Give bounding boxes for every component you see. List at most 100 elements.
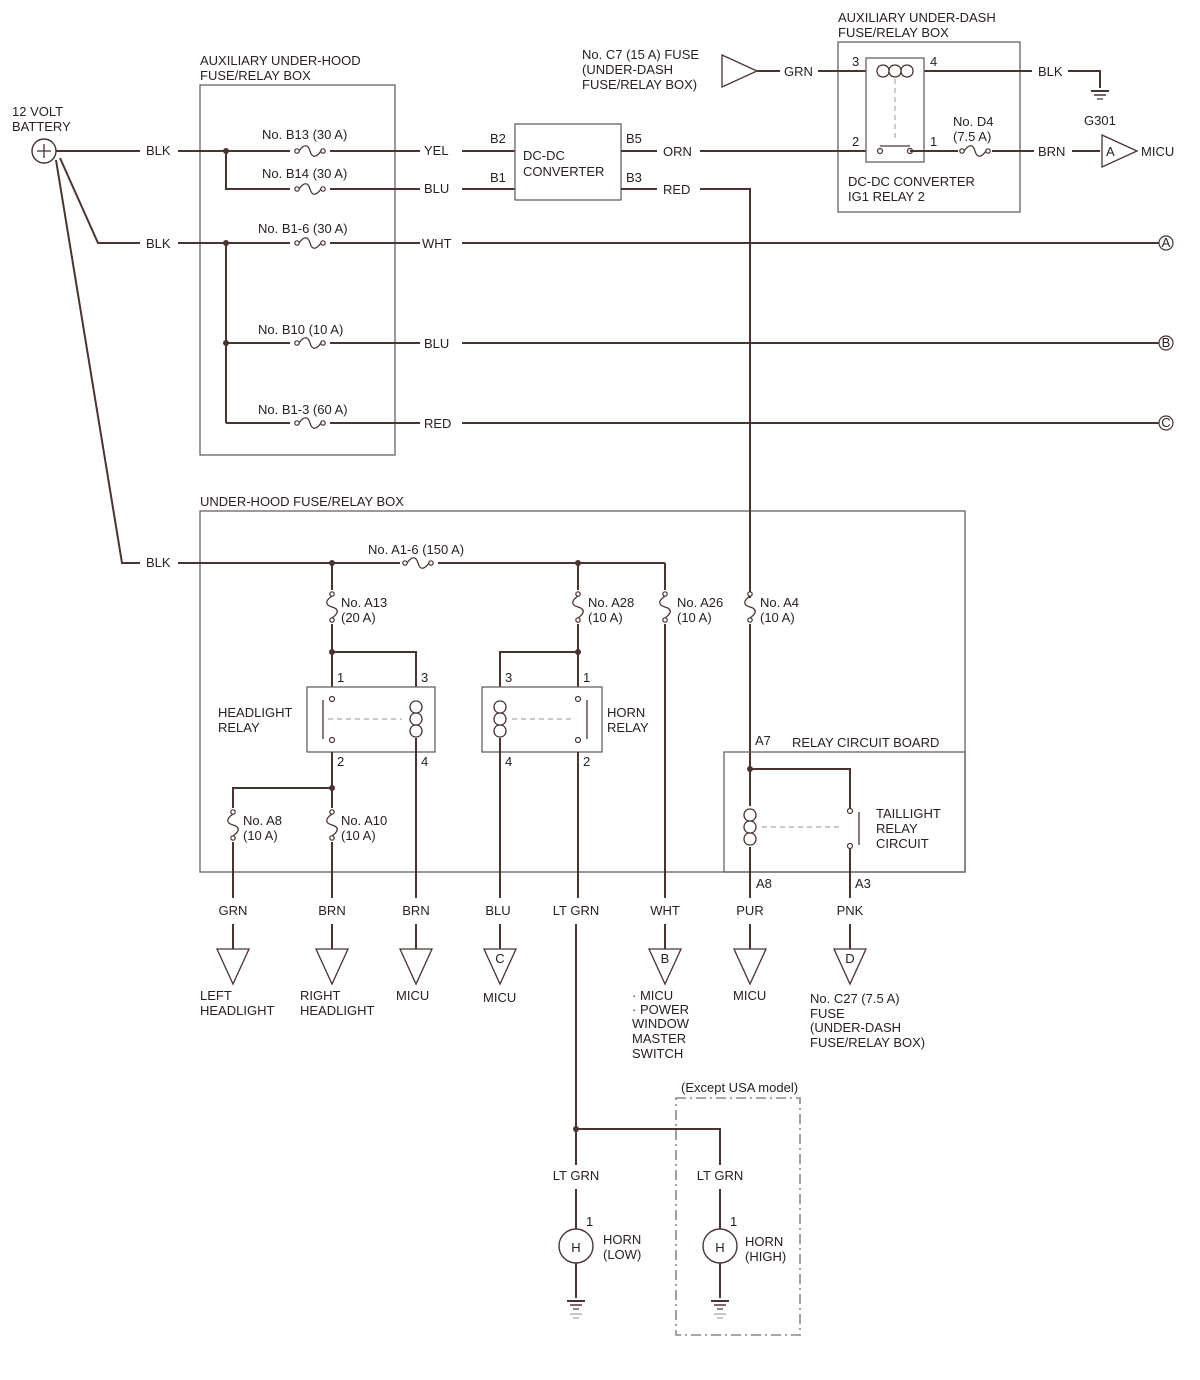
- c7-fuse-label-2: (UNDER-DASH: [582, 62, 673, 77]
- horn-relay-label-1: HORN: [607, 705, 645, 720]
- fuse-a1-6: [400, 556, 438, 570]
- wire-label-blu-1: BLU: [424, 181, 449, 196]
- horn-relay-pin-4: 4: [505, 754, 512, 769]
- fuse-d4-label-1: No. D4: [953, 114, 993, 129]
- fuse-a26: [659, 591, 671, 623]
- wire-label-blk-3: BLK: [146, 555, 171, 570]
- taillight-relay-label-1: TAILLIGHT: [876, 806, 941, 821]
- converter-pin-b3: B3: [626, 170, 642, 185]
- wire-label-red-1: RED: [424, 416, 451, 431]
- horn-relay-pin-3: 3: [505, 670, 512, 685]
- window-switch-label-3: WINDOW: [632, 1016, 690, 1031]
- micu-window-connector-b-label: B: [661, 951, 670, 966]
- left-headlight-label-2: HEADLIGHT: [200, 1003, 274, 1018]
- fuse-b10-label: No. B10 (10 A): [258, 322, 343, 337]
- c27-fuse-connector-d-label: D: [845, 951, 854, 966]
- hl-relay-pin-4: 4: [421, 754, 428, 769]
- horn-low-ground-icon: [566, 1300, 586, 1310]
- fuse-a4-label-1: No. A4: [760, 595, 799, 610]
- connector-c: C: [1158, 415, 1174, 431]
- fuse-a28-label-2: (10 A): [588, 610, 623, 625]
- hl-relay-pin-1: 1: [337, 670, 344, 685]
- aux-dash-box-title-2: FUSE/RELAY BOX: [838, 25, 949, 40]
- fuse-a13: [326, 591, 338, 623]
- wire-label-wht-2: WHT: [650, 903, 680, 918]
- connector-b: B: [1158, 335, 1174, 351]
- fuse-d4: [959, 145, 991, 157]
- fuse-b14-label: No. B14 (30 A): [262, 166, 347, 181]
- fuse-a1-6-label: No. A1-6 (150 A): [368, 542, 464, 557]
- micu-label-3: MICU: [733, 988, 766, 1003]
- wire-red-to-a4: [700, 188, 751, 598]
- fuse-b10: [290, 336, 330, 350]
- ig1-pin-2: 2: [852, 134, 859, 149]
- aux-under-dash-box: [837, 41, 1021, 213]
- wire-label-brn-2: BRN: [318, 903, 345, 918]
- right-headlight-label-2: HEADLIGHT: [300, 1003, 374, 1018]
- battery-icon: [31, 138, 57, 164]
- horn-low-label-2: (LOW): [603, 1247, 641, 1262]
- battery-label-2: BATTERY: [12, 119, 71, 134]
- horn-low-label-1: HORN: [603, 1232, 641, 1247]
- fuse-a8-label-2: (10 A): [243, 828, 278, 843]
- ig1-pin-1: 1: [930, 134, 937, 149]
- ig1-relay-label-1: DC-DC CONVERTER: [848, 174, 975, 189]
- wire-label-grn-2: GRN: [219, 903, 248, 918]
- fuse-b14: [290, 182, 330, 196]
- horn-relay-pin-1: 1: [583, 670, 590, 685]
- hl-relay-pin-3: 3: [421, 670, 428, 685]
- wire-label-pur: PUR: [736, 903, 763, 918]
- wire-label-blu-3: BLU: [485, 903, 510, 918]
- micu-connector-a: [1101, 133, 1139, 169]
- except-usa-box: [675, 1097, 801, 1336]
- svg-text:H: H: [571, 1240, 580, 1255]
- fuse-a10-label-2: (10 A): [341, 828, 376, 843]
- window-switch-label-5: SWITCH: [632, 1046, 683, 1061]
- c27-fuse-label-3: (UNDER-DASH: [810, 1020, 901, 1035]
- wire-label-blk-4: BLK: [1038, 64, 1063, 79]
- wire-label-blk-1: BLK: [146, 143, 171, 158]
- fuse-d4-label-2: (7.5 A): [953, 129, 991, 144]
- right-headlight-connector: [314, 948, 350, 986]
- under-hood-box: [199, 510, 966, 873]
- micu-connector-1: [398, 948, 434, 986]
- c7-fuse-connector: [721, 53, 759, 89]
- fuse-a10: [326, 809, 338, 841]
- fuse-b1-3: [290, 416, 330, 430]
- wire-label-lt-grn-2: LT GRN: [553, 1168, 599, 1183]
- fuse-a8-label-1: No. A8: [243, 813, 282, 828]
- svg-text:C: C: [1161, 415, 1170, 430]
- wire-label-brn-1: BRN: [1038, 144, 1065, 159]
- converter-label-2: CONVERTER: [523, 164, 604, 179]
- ig1-relay-label-2: IG1 RELAY 2: [848, 189, 925, 204]
- fuse-a4-label-2: (10 A): [760, 610, 795, 625]
- micu-label-2: MICU: [483, 990, 516, 1005]
- ground-mark-low: [570, 1313, 582, 1319]
- c7-fuse-label-1: No. C7 (15 A) FUSE: [582, 47, 699, 62]
- aux-dash-box-title-1: AUXILIARY UNDER-DASH: [838, 10, 996, 25]
- fuse-a13-label-1: No. A13: [341, 595, 387, 610]
- taillight-relay-label-3: CIRCUIT: [876, 836, 929, 851]
- svg-text:A: A: [1162, 235, 1171, 250]
- horn-high-label-1: HORN: [745, 1234, 783, 1249]
- dc-dc-converter: [514, 123, 622, 201]
- ig1-pin-4: 4: [930, 54, 937, 69]
- relay-circuit-board: [723, 751, 966, 873]
- hl-relay-label-1: HEADLIGHT: [218, 705, 292, 720]
- wire-label-blk-2: BLK: [146, 236, 171, 251]
- wire-label-orn: ORN: [663, 144, 692, 159]
- under-hood-box-title: UNDER-HOOD FUSE/RELAY BOX: [200, 494, 404, 509]
- wire-label-yel: YEL: [424, 143, 449, 158]
- wire-label-lt-grn-3: LT GRN: [697, 1168, 743, 1183]
- wire-label-grn-1: GRN: [784, 64, 813, 79]
- horn-low-pin-1: 1: [586, 1214, 593, 1229]
- wire-label-pnk: PNK: [837, 903, 864, 918]
- micu-connector-c: [482, 948, 518, 986]
- horn-relay-label-2: RELAY: [607, 720, 649, 735]
- connector-a: A: [1158, 235, 1174, 251]
- window-switch-label-2: · POWER: [632, 1002, 689, 1017]
- fuse-a28: [572, 591, 584, 623]
- horn-high-pin-1: 1: [730, 1214, 737, 1229]
- c7-fuse-label-3: FUSE/RELAY BOX): [582, 77, 697, 92]
